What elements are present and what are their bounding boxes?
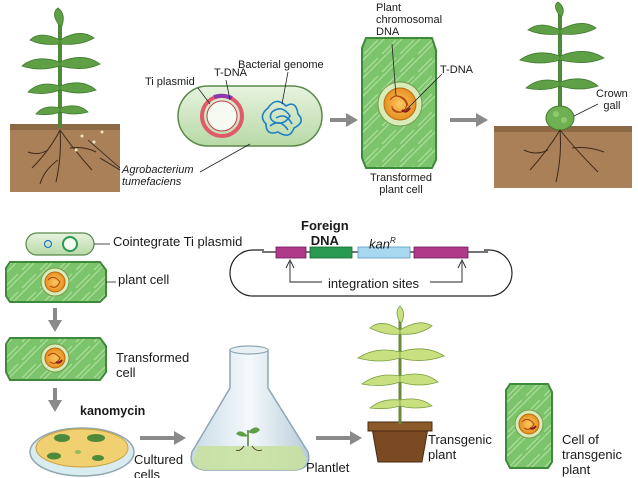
plant-cell-label: plant cell (118, 272, 170, 287)
bacterium (177, 71, 323, 173)
soil-block (10, 124, 120, 192)
integration-site-left (275, 246, 307, 259)
bacterial-genome-tangle (261, 100, 302, 136)
bacterial-genome-label: Bacterial genome (238, 59, 324, 71)
plant-with-crown-gall (494, 1, 632, 188)
flask (190, 345, 310, 471)
integration-site-right (413, 246, 469, 259)
petri-dish (29, 427, 135, 477)
crown-gall-label: Crown gall (596, 88, 628, 112)
ti-plasmid-label: Ti plasmid (145, 76, 195, 88)
transformed-plant-cell-label: Transformed plant cell (370, 172, 432, 196)
t-dna-label: T-DNA (214, 67, 247, 79)
kan-r-segment (357, 246, 411, 259)
crown-gall (545, 105, 575, 131)
cell-of-transgenic-plant (505, 383, 553, 469)
integration-sites-label: integration sites (328, 276, 420, 291)
cell-of-transgenic-plant-label: Cell of transgenic plant (562, 432, 622, 477)
plant-in-soil-left (10, 7, 121, 192)
foreign-dna-segment (309, 246, 353, 259)
plant-cell-bottom (5, 261, 116, 303)
transgenic-plant-label: Transgenic plant (428, 432, 492, 462)
cointegrate-bacterium (25, 232, 110, 256)
potted-plant (357, 305, 445, 463)
cointegrate-label: Cointegrate Ti plasmid (113, 234, 243, 249)
plantlet-label: Plantlet (306, 460, 350, 475)
ti-plasmid-construct (229, 246, 513, 297)
plant-chromosomal-dna-label: Plant chromosomal DNA (376, 2, 443, 38)
foreign-dna-label: Foreign DNA (301, 218, 349, 248)
cultured-cells-label: Cultured cells (134, 452, 184, 478)
transformed-cell-label: Transformed cell (116, 350, 190, 380)
kanomycin-label: kanomycin (80, 404, 146, 418)
agrobacterium-label: Agrobacterium tumefaciens (122, 164, 194, 188)
transformed-cell-bottom (5, 337, 107, 381)
t-dna-cell-label: T-DNA (440, 64, 473, 76)
kan-r-label: kanR (369, 236, 396, 252)
transformed-plant-cell-top (361, 37, 443, 169)
